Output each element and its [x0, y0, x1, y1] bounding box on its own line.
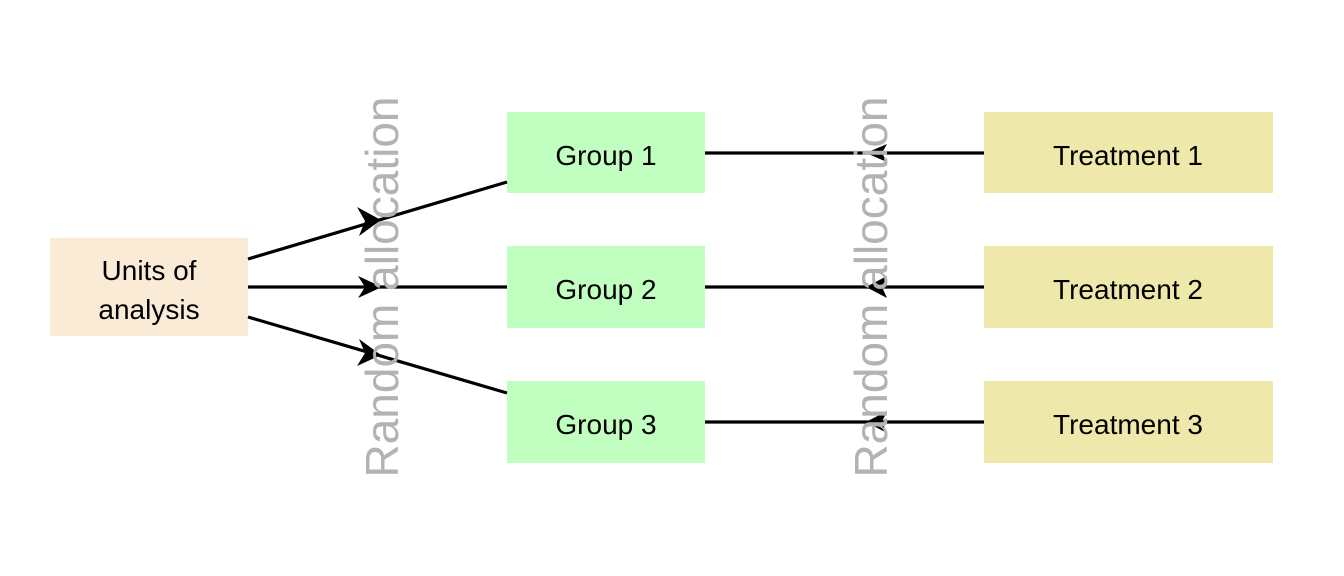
arrowheads: [357, 144, 887, 433]
node-group-3: Group 3: [507, 381, 705, 463]
arrowhead-treatment-3-to-group-3: [866, 411, 887, 433]
node-treatment-2: Treatment 2: [984, 246, 1273, 328]
node-group-3-box: [507, 381, 705, 463]
node-treatment-1-label: Treatment 1: [1053, 140, 1203, 171]
node-treatment-1: Treatment 1: [984, 112, 1273, 193]
node-units-of-analysis: Units of analysis: [50, 238, 248, 336]
node-units-box: [50, 238, 248, 336]
random-allocation-label-left: Random allocation: [356, 96, 408, 477]
arrowhead-units-to-group-3: [357, 339, 381, 366]
arrowhead-treatment-1-to-group-1: [866, 144, 887, 162]
node-treatment-2-box: [984, 246, 1273, 328]
arrowhead-treatment-2-to-group-2: [866, 276, 887, 298]
node-group-1-label: Group 1: [555, 140, 656, 171]
arrowhead-units-to-group-1: [357, 207, 381, 236]
node-treatment-2-label: Treatment 2: [1053, 274, 1203, 305]
node-treatment-3: Treatment 3: [984, 381, 1273, 463]
random-allocation-label-right: Random allocation: [845, 96, 897, 477]
node-treatment-3-box: [984, 381, 1273, 463]
arrowhead-units-to-group-2: [358, 276, 382, 298]
node-group-3-label: Group 3: [555, 409, 656, 440]
node-treatment-1-box: [984, 112, 1273, 193]
node-group-2-box: [507, 246, 705, 328]
node-group-1-box: [507, 112, 705, 193]
node-units-label-line2: analysis: [98, 294, 199, 325]
node-group-2: Group 2: [507, 246, 705, 328]
node-units-label-line1: Units of: [102, 255, 197, 286]
node-group-2-label: Group 2: [555, 274, 656, 305]
node-treatment-3-label: Treatment 3: [1053, 409, 1203, 440]
node-group-1: Group 1: [507, 112, 705, 193]
